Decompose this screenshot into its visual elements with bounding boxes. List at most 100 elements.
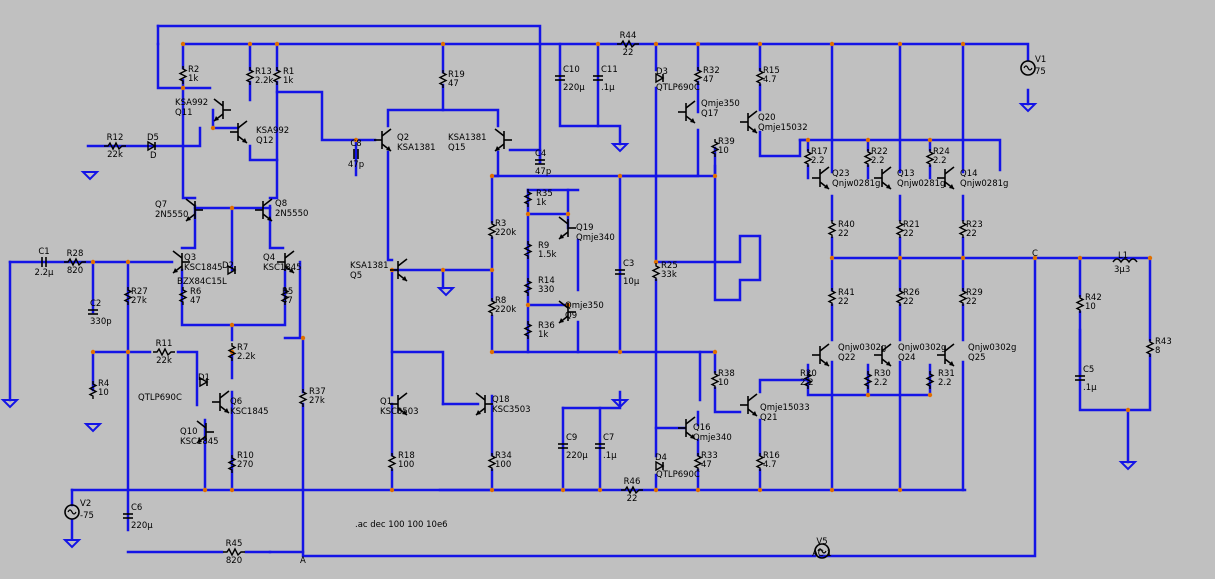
resistor-ref-r15: R15 xyxy=(763,66,780,76)
resistor-r23[interactable] xyxy=(958,220,968,238)
resistor-r39[interactable] xyxy=(710,139,720,157)
resistor-r41[interactable] xyxy=(827,288,837,306)
resistor-r36[interactable] xyxy=(523,321,533,339)
transistor-ref-q20: Q20 xyxy=(758,113,776,123)
resistor-ref-r7: R7 xyxy=(237,343,248,353)
transistor-ref-q2: Q2 xyxy=(397,133,409,143)
inductor-l1[interactable] xyxy=(1112,258,1138,264)
transistor-emitter-arrow xyxy=(559,234,564,239)
resistor-r3[interactable] xyxy=(487,221,497,239)
resistor-r28[interactable] xyxy=(64,257,86,267)
resistor-r6[interactable] xyxy=(178,287,188,305)
ground-icon xyxy=(62,539,82,549)
source-label-v2: V2 xyxy=(80,499,91,509)
wire-segment xyxy=(830,256,1152,342)
resistor-r12[interactable] xyxy=(104,141,126,151)
resistor-r14[interactable] xyxy=(523,278,533,296)
resistor-r19[interactable] xyxy=(438,70,448,88)
resistor-r45[interactable] xyxy=(223,547,245,557)
resistor-r38[interactable] xyxy=(710,371,720,389)
diode-d3[interactable] xyxy=(655,72,665,84)
junction-dot xyxy=(525,211,531,217)
transistor-emitter-arrow xyxy=(886,361,891,366)
transistor-emitter-arrow xyxy=(824,184,829,189)
resistor-r7[interactable] xyxy=(227,343,237,361)
resistor-r27[interactable] xyxy=(123,287,133,305)
wire-segment xyxy=(490,150,500,178)
resistor-r2[interactable] xyxy=(178,66,188,84)
resistor-r34[interactable] xyxy=(487,453,497,471)
resistor-r42[interactable] xyxy=(1075,295,1085,313)
resistor-r4[interactable] xyxy=(88,381,98,399)
ground-icon xyxy=(610,399,630,409)
resistor-value-r23: 22 xyxy=(966,229,977,239)
resistor-r24[interactable] xyxy=(925,149,935,167)
resistor-r30[interactable] xyxy=(863,371,873,389)
junction-dot xyxy=(489,267,495,273)
junction-dot xyxy=(90,259,96,265)
voltage-source-v1[interactable] xyxy=(1020,60,1036,76)
capacitor-ref-c8: C8 xyxy=(350,139,361,149)
transistor-collector-lead xyxy=(397,258,408,267)
diode-d5[interactable] xyxy=(147,140,157,152)
resistor-r15[interactable] xyxy=(755,68,765,86)
resistor-r18[interactable] xyxy=(387,453,397,471)
wire-segment xyxy=(654,234,760,264)
junction-dot xyxy=(695,41,701,47)
voltage-source-v5[interactable] xyxy=(814,543,830,559)
junction-dot xyxy=(757,487,763,493)
resistor-r11[interactable] xyxy=(153,347,175,357)
resistor-r46[interactable] xyxy=(621,485,643,495)
resistor-r29[interactable] xyxy=(958,288,968,306)
transistor-emitter-arrow xyxy=(495,146,500,151)
resistor-r9[interactable] xyxy=(523,241,533,259)
diode-d1[interactable] xyxy=(199,376,209,388)
node-label-c: C xyxy=(1032,249,1038,259)
resistor-r35[interactable] xyxy=(523,189,533,207)
resistor-r26[interactable] xyxy=(895,288,905,306)
junction-dot xyxy=(1032,255,1038,261)
resistor-r17[interactable] xyxy=(803,149,813,167)
resistor-r31[interactable] xyxy=(925,371,935,389)
resistor-r32[interactable] xyxy=(693,67,703,85)
resistor-r1[interactable] xyxy=(272,67,282,85)
resistor-r44[interactable] xyxy=(617,39,639,49)
capacitor-value-c5: .1µ xyxy=(1083,383,1097,393)
resistor-r40[interactable] xyxy=(827,220,837,238)
resistor-ref-r12: R12 xyxy=(107,133,124,143)
transistor-ref-q12: Q12 xyxy=(256,136,274,146)
resistor-ref-r21: R21 xyxy=(903,220,920,230)
resistor-r25[interactable] xyxy=(651,263,661,281)
resistor-ref-r10: R10 xyxy=(237,451,254,461)
resistor-r22[interactable] xyxy=(863,149,873,167)
resistor-r10[interactable] xyxy=(227,455,237,473)
resistor-r5[interactable] xyxy=(280,287,290,305)
transistor-model-q2: KSA1381 xyxy=(397,143,436,153)
resistor-ref-r25: R25 xyxy=(661,261,678,271)
diode-model-d3: QTLP690C xyxy=(656,83,700,93)
resistor-r43[interactable] xyxy=(1145,339,1155,357)
resistor-r33[interactable] xyxy=(693,453,703,471)
transistor-ref-q3: Q3 xyxy=(184,253,196,263)
capacitor-value-c4: 47p xyxy=(535,167,551,177)
resistor-r37[interactable] xyxy=(298,389,308,407)
transistor-collector-lead xyxy=(747,393,758,402)
resistor-r20[interactable] xyxy=(803,371,813,389)
resistor-r8[interactable] xyxy=(487,298,497,316)
junction-dot xyxy=(653,259,659,265)
transistor-model-q23: Qnjw0281g xyxy=(832,179,880,189)
resistor-r16[interactable] xyxy=(755,453,765,471)
resistor-r13[interactable] xyxy=(245,67,255,85)
resistor-r21[interactable] xyxy=(895,220,905,238)
diode-model-d1: QTLP690C xyxy=(138,393,182,403)
transistor-model-q12: KSA992 xyxy=(256,126,289,136)
voltage-source-v2[interactable] xyxy=(64,504,80,520)
diode-d4[interactable] xyxy=(655,460,665,472)
junction-dot xyxy=(229,487,235,493)
resistor-value-r45: 820 xyxy=(226,556,242,566)
resistor-ref-r26: R26 xyxy=(903,288,920,298)
transistor-emitter-arrow xyxy=(476,410,481,415)
diode-d2[interactable] xyxy=(227,264,237,276)
junction-dot xyxy=(597,487,603,493)
spice-directive: .ac dec 100 100 10e6 xyxy=(355,520,448,530)
